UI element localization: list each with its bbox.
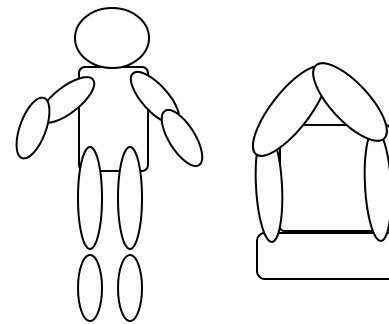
head	[75, 8, 149, 68]
left-shin	[78, 255, 102, 321]
left-forearm	[10, 93, 56, 162]
right-forearm	[154, 104, 210, 172]
right-shin	[118, 255, 142, 321]
left-thigh	[78, 147, 102, 249]
standing-figure	[10, 8, 210, 321]
seated-figure	[241, 52, 389, 279]
seat-block	[257, 233, 389, 279]
right-thigh	[118, 147, 142, 249]
